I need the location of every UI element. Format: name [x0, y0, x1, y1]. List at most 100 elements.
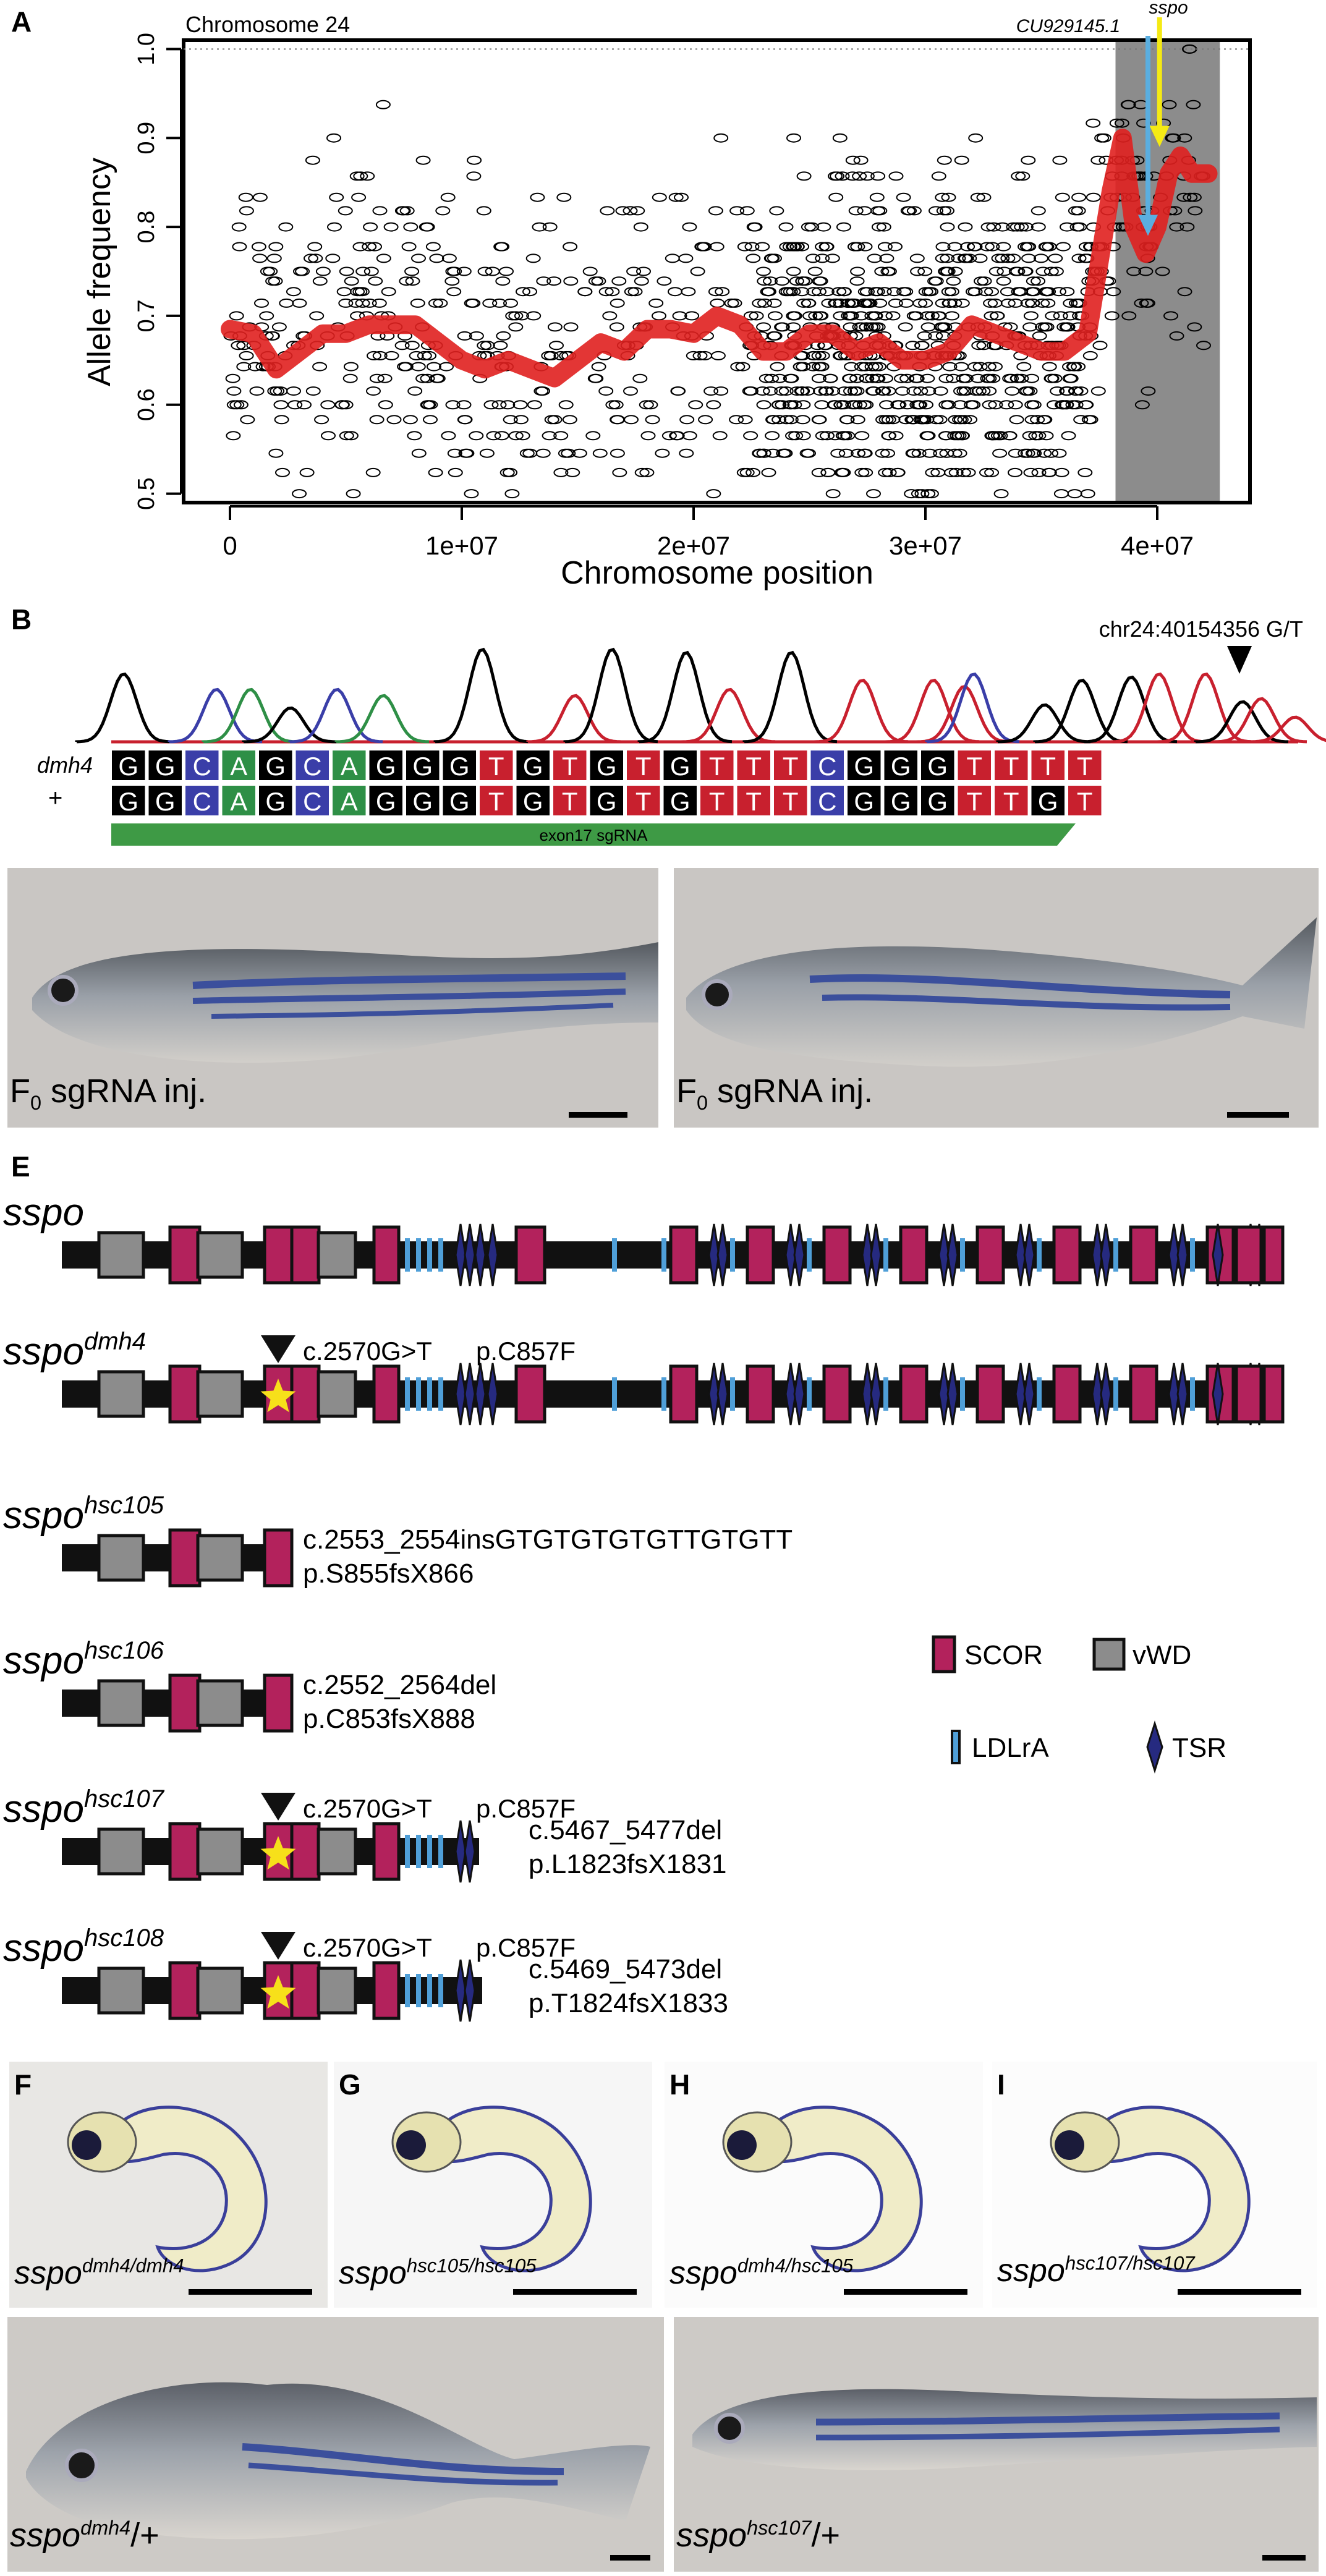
- data-point: [503, 415, 518, 425]
- data-point: [477, 266, 493, 276]
- tsr-domain: [784, 1362, 797, 1426]
- tsr-domain: [1212, 1223, 1224, 1286]
- data-point: [1000, 253, 1016, 263]
- base-letter: G: [449, 752, 470, 781]
- data-point: [878, 467, 893, 477]
- base-cell: [478, 784, 514, 817]
- row-label-dmh4: dmh4: [37, 752, 93, 778]
- base-letter: G: [927, 787, 948, 816]
- larva-illustration: [391, 2106, 592, 2272]
- tsr-domain: [861, 1223, 873, 1286]
- data-point: [367, 242, 382, 252]
- data-point: [940, 222, 955, 232]
- annotation-arrowhead-icon: [1149, 125, 1170, 147]
- data-point: [231, 222, 247, 232]
- data-point: [669, 431, 685, 441]
- base-cell: [221, 749, 257, 781]
- data-point: [1177, 287, 1192, 297]
- data-point: [825, 386, 841, 396]
- data-point: [1060, 287, 1075, 297]
- data-point: [1014, 222, 1029, 232]
- scor-domain: [263, 1528, 294, 1588]
- base-letter: G: [523, 752, 543, 781]
- data-point: [825, 253, 840, 263]
- legend-scor-swatch: [932, 1635, 956, 1673]
- data-point: [823, 373, 838, 383]
- data-point: [1071, 253, 1087, 263]
- tsr-domain: [946, 1362, 959, 1426]
- scor-domain: [263, 1225, 294, 1285]
- data-point: [1059, 386, 1074, 396]
- data-point: [1134, 400, 1150, 410]
- tsr-domain: [464, 1223, 476, 1286]
- data-point: [1021, 242, 1037, 252]
- photo-label-d: F0 sgRNA inj.: [676, 1073, 873, 1114]
- data-point: [278, 222, 294, 232]
- data-point: [954, 155, 969, 165]
- data-point: [1018, 242, 1032, 252]
- data-point: [910, 266, 925, 276]
- data-point: [937, 155, 952, 165]
- data-point: [655, 448, 670, 458]
- data-point: [956, 467, 971, 477]
- data-point: [787, 311, 802, 321]
- data-point: [877, 287, 892, 297]
- data-point: [1062, 373, 1077, 383]
- row-label-wildtype: +: [48, 784, 62, 812]
- data-point: [997, 266, 1012, 276]
- trace-peak: [1194, 700, 1289, 744]
- data-point: [266, 253, 282, 263]
- data-point: [970, 192, 985, 202]
- base-letter: T: [783, 787, 799, 816]
- data-point: [984, 311, 999, 321]
- scor-domain: [1129, 1364, 1158, 1424]
- data-point: [1000, 287, 1015, 297]
- ldlra-domain: [612, 1238, 617, 1272]
- data-point: [225, 373, 240, 383]
- vwd-domain: [196, 1534, 244, 1582]
- annotation-arrowhead-icon: [1138, 215, 1158, 236]
- data-point: [953, 400, 968, 410]
- ldlra-domain: [807, 1377, 812, 1411]
- tsr-domain: [464, 1362, 476, 1426]
- data-point: [410, 298, 425, 308]
- data-point: [920, 431, 936, 441]
- ldlra-domain: [416, 1377, 421, 1411]
- data-point: [375, 100, 391, 109]
- data-point: [1006, 222, 1021, 232]
- data-point: [984, 467, 1000, 477]
- data-point: [990, 311, 1005, 321]
- photo-label-k: sspohsc107/+: [676, 2517, 841, 2554]
- tsr-domain: [1168, 1362, 1180, 1426]
- data-point: [1186, 100, 1201, 109]
- data-point: [668, 192, 684, 202]
- scor-domain: [514, 1364, 546, 1424]
- scor-domain: [975, 1364, 1005, 1424]
- annotation-arrows: [1138, 17, 1170, 236]
- data-point: [1008, 448, 1023, 458]
- scor-domain: [263, 1673, 294, 1733]
- base-cell: [920, 749, 956, 781]
- ldlra-domain: [438, 1238, 443, 1272]
- data-point: [825, 489, 841, 499]
- base-cell: [773, 784, 809, 817]
- data-point: [747, 222, 763, 232]
- data-point: [878, 373, 893, 383]
- y-tick-label: 0.6: [134, 388, 159, 421]
- data-point: [857, 242, 873, 252]
- data-point: [996, 276, 1011, 286]
- data-point: [755, 242, 770, 252]
- data-point: [268, 448, 284, 458]
- base-cell: [846, 784, 882, 817]
- data-point: [939, 448, 954, 458]
- data-point: [729, 206, 745, 216]
- data-point: [547, 415, 563, 425]
- data-point: [867, 253, 882, 263]
- data-point: [369, 415, 385, 425]
- data-point: [252, 253, 268, 263]
- larva-illustration: [1050, 2106, 1251, 2272]
- data-point: [857, 448, 873, 458]
- data-point: [1063, 298, 1078, 308]
- base-cell: [184, 784, 220, 817]
